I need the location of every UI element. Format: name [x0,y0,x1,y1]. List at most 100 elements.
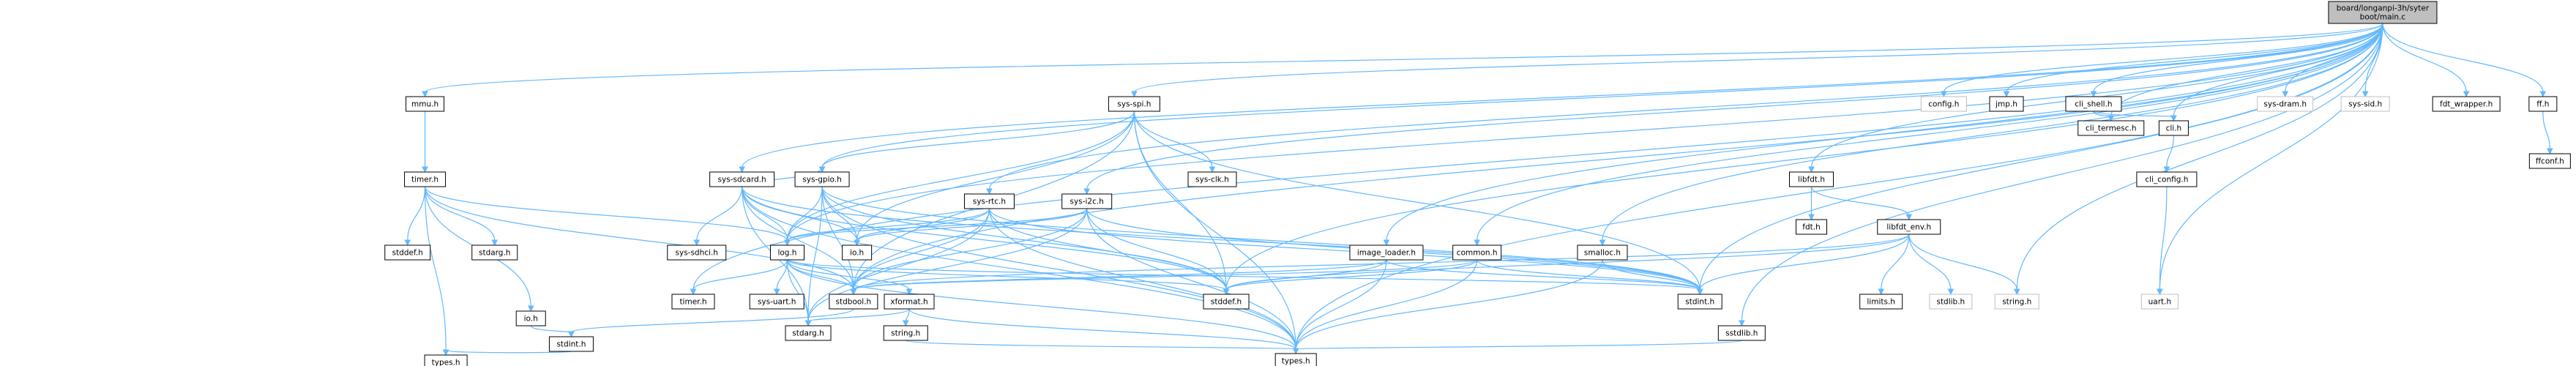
node-sys-sdhci-h[interactable]: sys-sdhci.h [667,244,727,261]
node-sys-clk-h[interactable]: sys-clk.h [1187,171,1237,187]
edge-sys-spi-h-to-sys-gpio-h [818,111,1135,173]
node-cli-h[interactable]: cli.h [2158,120,2189,136]
node-label: smalloc.h [1584,249,1621,258]
edge-sys-rtc-h-to-types-h [988,208,1299,355]
edge-libfdt-env-h-to-stdint-h [1696,234,1910,296]
node-label: fdt_wrapper.h [2440,100,2493,109]
node-label: sys-spi.h [1117,100,1151,109]
edge-log-h-to-xformat-h [786,259,913,296]
node-sys-i2c-h[interactable]: sys-i2c.h [1061,193,1113,209]
node-stdarg-h-timer[interactable]: stdarg.h [471,244,518,261]
node-label: ffconf.h [2536,157,2564,166]
node-label: sys-uart.h [758,298,796,307]
node-timer-h-2[interactable]: timer.h [671,294,715,310]
node-label: stdlib.h [1936,298,1965,307]
node-label: cli_config.h [2145,176,2188,184]
node-types-h[interactable]: types.h [1274,353,1317,366]
node-sys-sdcard-h[interactable]: sys-sdcard.h [709,171,775,187]
edge-ff-h-to-ffconf-h [2542,111,2553,155]
node-log-h[interactable]: log.h [769,244,804,261]
node-cli-config-h[interactable]: cli_config.h [2136,171,2198,187]
node-label: xformat.h [890,298,927,307]
edge-libfdt-env-h-to-string-h [1908,234,2020,296]
node-timer-h[interactable]: timer.h [404,171,447,187]
node-label: image_loader.h [1357,249,1416,258]
node-stddef-h[interactable]: stddef.h [1203,294,1250,310]
node-stdint-h-arch[interactable]: stdint.h [548,336,594,352]
node-label: io.h [524,315,538,324]
node-mmu-h[interactable]: mmu.h [406,96,445,112]
edge-main-c-to-mmu-h [422,23,2383,98]
node-sys-spi-h[interactable]: sys-spi.h [1108,96,1160,112]
node-ff-h[interactable]: ff.h [2528,96,2558,112]
edge-libfdt-env-h-to-stdbool-h [850,234,1910,296]
node-smalloc-h[interactable]: smalloc.h [1577,244,1628,261]
node-sys-uart-h[interactable]: sys-uart.h [749,294,804,310]
edge-cli-config-h-to-uart-h [2157,186,2168,296]
node-label: cli_shell.h [2075,100,2112,109]
edge-main-c-to-timer-h-2 [690,23,2383,296]
node-label: sys-sdhci.h [676,249,718,258]
node-string-h: string.h [1994,294,2039,310]
node-stdint-h[interactable]: stdint.h [1677,294,1722,310]
edge-cli-shell-h-to-cli-termesc-h [2093,111,2115,122]
node-label: types.h [432,359,460,366]
node-label: common.h [1457,249,1498,258]
node-image-loader-h[interactable]: image_loader.h [1349,244,1424,261]
node-limits-h[interactable]: limits.h [1859,294,1903,310]
edge-sstdlib-h-to-types-h [1292,340,1742,355]
node-stdbool-h[interactable]: stdbool.h [829,294,878,310]
node-libfdt-h[interactable]: libfdt.h [1789,171,1834,187]
node-cli-shell-h[interactable]: cli_shell.h [2065,96,2122,112]
node-io-h[interactable]: io.h [842,244,873,261]
node-io-h-arch[interactable]: io.h [515,310,546,326]
node-label: sys-dram.h [2263,100,2307,109]
node-label: stddef.h [392,249,423,258]
node-label: timer.h [411,176,438,184]
node-label: ff.h [2536,100,2549,109]
edge-main-c-to-uart-h [2157,23,2383,296]
node-fdt-h[interactable]: fdt.h [1796,219,1828,235]
edge-main-c-to-sys-rtc-h [986,23,2383,195]
node-label: libfdt_env.h [1886,223,1931,232]
node-sys-dram-h: sys-dram.h [2257,96,2314,112]
node-ffconf-h[interactable]: ffconf.h [2528,153,2571,169]
node-types-h-arch[interactable]: types.h [424,354,468,366]
node-jmp-h[interactable]: jmp.h [1989,96,2024,112]
edge-log-h-to-timer-h-2 [690,259,788,296]
node-string-h-lib[interactable]: string.h [883,325,928,341]
node-config-h: config.h [1920,96,1967,112]
edge-main-c-to-sys-spi-h [1131,23,2383,98]
edge-main-c-to-sys-sdcard-h [739,23,2383,173]
node-label: types.h [1282,357,1310,366]
edge-log-h-to-stdarg-h [786,259,812,327]
node-sys-gpio-h[interactable]: sys-gpio.h [794,171,850,187]
edge-timer-h-to-stddef-h-timer [404,186,426,247]
node-label: sstdlib.h [1725,329,1758,338]
node-sys-sid-h: sys-sid.h [2340,96,2390,112]
edge-main-c-to-fdt-wrapper-h [2382,23,2470,98]
edge-image-loader-h-to-stdbool-h [850,259,1387,296]
node-xformat-h[interactable]: xformat.h [884,294,935,310]
edge-sys-i2c-h-to-io-h [854,208,1088,247]
edge-common-h-to-stdbool-h [850,259,1478,296]
edge-log-h-to-sys-uart-h [773,259,788,296]
node-common-h[interactable]: common.h [1452,244,1502,261]
node-sys-rtc-h[interactable]: sys-rtc.h [963,193,1015,209]
node-stddef-h-timer[interactable]: stddef.h [384,244,431,261]
node-fdt-wrapper-h[interactable]: fdt_wrapper.h [2432,96,2501,112]
node-sstdlib-h[interactable]: sstdlib.h [1717,325,1766,341]
node-libfdt-env-h[interactable]: libfdt_env.h [1877,219,1941,235]
node-label: stdarg.h [792,329,824,338]
node-label: cli_termesc.h [2086,124,2137,133]
edge-main-c-to-types-h [1292,23,2383,355]
node-cli-termesc-h[interactable]: cli_termesc.h [2077,120,2145,136]
node-label: boot/main.c [2360,13,2406,22]
node-label: limits.h [1867,298,1895,307]
node-label: sys-sdcard.h [718,176,766,184]
node-label: stdint.h [1685,298,1714,307]
node-stdarg-h[interactable]: stdarg.h [785,325,832,341]
edge-main-c-to-sstdlib-h [1739,23,2383,327]
